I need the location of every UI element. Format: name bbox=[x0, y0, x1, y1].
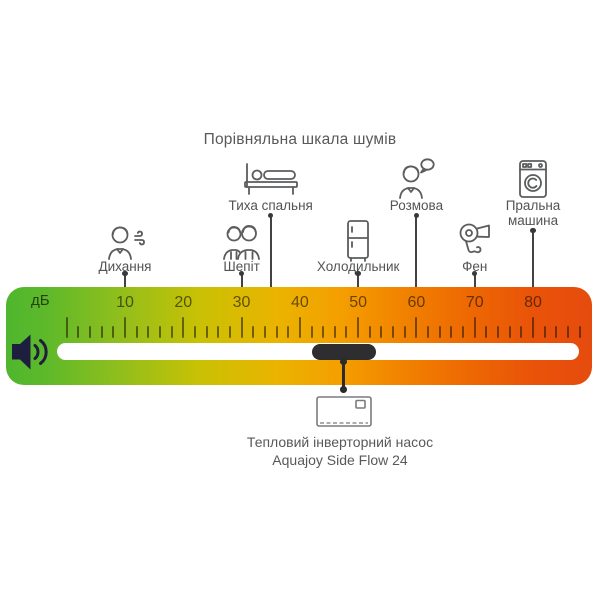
minor-tick bbox=[520, 326, 523, 338]
minor-tick bbox=[392, 326, 395, 338]
tick-label: 60 bbox=[407, 294, 426, 311]
tick-label: 50 bbox=[349, 294, 368, 311]
minor-tick bbox=[497, 326, 500, 338]
minor-tick bbox=[543, 326, 546, 338]
minor-tick bbox=[77, 326, 80, 338]
highlight-caption-line1: Тепловий інверторний насос bbox=[246, 434, 434, 450]
refrigerator-icon bbox=[345, 219, 371, 268]
decibel-unit-label: дБ bbox=[31, 292, 50, 309]
washing-machine-icon bbox=[518, 159, 548, 204]
minor-tick bbox=[462, 326, 465, 338]
tick-label: 10 bbox=[116, 294, 134, 311]
connector-line bbox=[530, 228, 536, 296]
minor-tick bbox=[508, 326, 511, 338]
minor-tick bbox=[322, 326, 325, 338]
minor-tick bbox=[345, 326, 348, 338]
minor-tick bbox=[100, 326, 103, 338]
tick-label: 30 bbox=[232, 294, 251, 311]
minor-tick bbox=[263, 326, 266, 338]
breathing-person-icon bbox=[104, 224, 146, 265]
major-tick bbox=[182, 317, 185, 338]
minor-tick bbox=[450, 326, 453, 338]
highlight-caption: Тепловий інверторний насос Aquajoy Side … bbox=[140, 433, 540, 469]
page-title: Порівняльна шкала шумів bbox=[203, 131, 397, 148]
major-tick bbox=[415, 317, 418, 338]
noise-source-label: Холодильник bbox=[316, 259, 400, 274]
minor-tick bbox=[158, 326, 161, 338]
tick-label: 80 bbox=[524, 294, 542, 311]
hair-dryer-icon bbox=[457, 222, 493, 259]
minor-tick bbox=[275, 326, 278, 338]
tick-label: 70 bbox=[465, 294, 484, 311]
minor-tick bbox=[217, 326, 220, 338]
minor-tick bbox=[427, 326, 430, 338]
minor-tick bbox=[403, 326, 406, 338]
minor-tick bbox=[566, 326, 569, 338]
major-tick bbox=[123, 317, 126, 338]
noise-source-label: Розмова bbox=[389, 198, 444, 213]
minor-tick bbox=[555, 326, 558, 338]
minor-tick bbox=[193, 326, 196, 338]
whisper-people-icon bbox=[222, 224, 262, 265]
minor-tick bbox=[578, 326, 581, 338]
minor-tick bbox=[287, 326, 290, 338]
minor-tick bbox=[380, 326, 383, 338]
major-tick bbox=[473, 317, 476, 338]
minor-tick bbox=[89, 326, 92, 338]
highlight-caption-line2: Aquajoy Side Flow 24 bbox=[272, 452, 408, 468]
noise-source-label: Шепіт bbox=[223, 259, 260, 274]
noise-source-label: Фен bbox=[462, 259, 488, 274]
minor-tick bbox=[147, 326, 150, 338]
noise-level-marker[interactable] bbox=[311, 344, 376, 360]
minor-tick bbox=[333, 326, 336, 338]
minor-tick bbox=[310, 326, 313, 338]
minor-tick bbox=[485, 326, 488, 338]
tick-label: 40 bbox=[290, 294, 309, 311]
noise-source-label: Пральна машина bbox=[505, 198, 561, 228]
minor-tick bbox=[112, 326, 115, 338]
minor-tick bbox=[170, 326, 173, 338]
minor-tick bbox=[228, 326, 231, 338]
major-tick bbox=[357, 317, 360, 338]
tick-label: 20 bbox=[174, 294, 193, 311]
major-tick bbox=[532, 317, 535, 338]
noise-source-label: Тиха спальня bbox=[228, 198, 313, 213]
noise-source-label: Дихання bbox=[98, 259, 152, 274]
connector-line bbox=[268, 213, 274, 296]
major-tick bbox=[65, 317, 68, 338]
speaker-icon bbox=[11, 331, 49, 378]
minor-tick bbox=[252, 326, 255, 338]
minor-tick bbox=[205, 326, 208, 338]
connector-line bbox=[413, 213, 420, 296]
conversation-icon bbox=[396, 157, 436, 204]
major-tick bbox=[298, 317, 301, 338]
major-tick bbox=[240, 317, 243, 338]
minor-tick bbox=[368, 326, 371, 338]
heat-pump-icon bbox=[315, 396, 372, 432]
highlight-connector-line bbox=[339, 358, 348, 393]
minor-tick bbox=[135, 326, 138, 338]
minor-tick bbox=[438, 326, 441, 338]
bed-icon bbox=[242, 162, 300, 201]
